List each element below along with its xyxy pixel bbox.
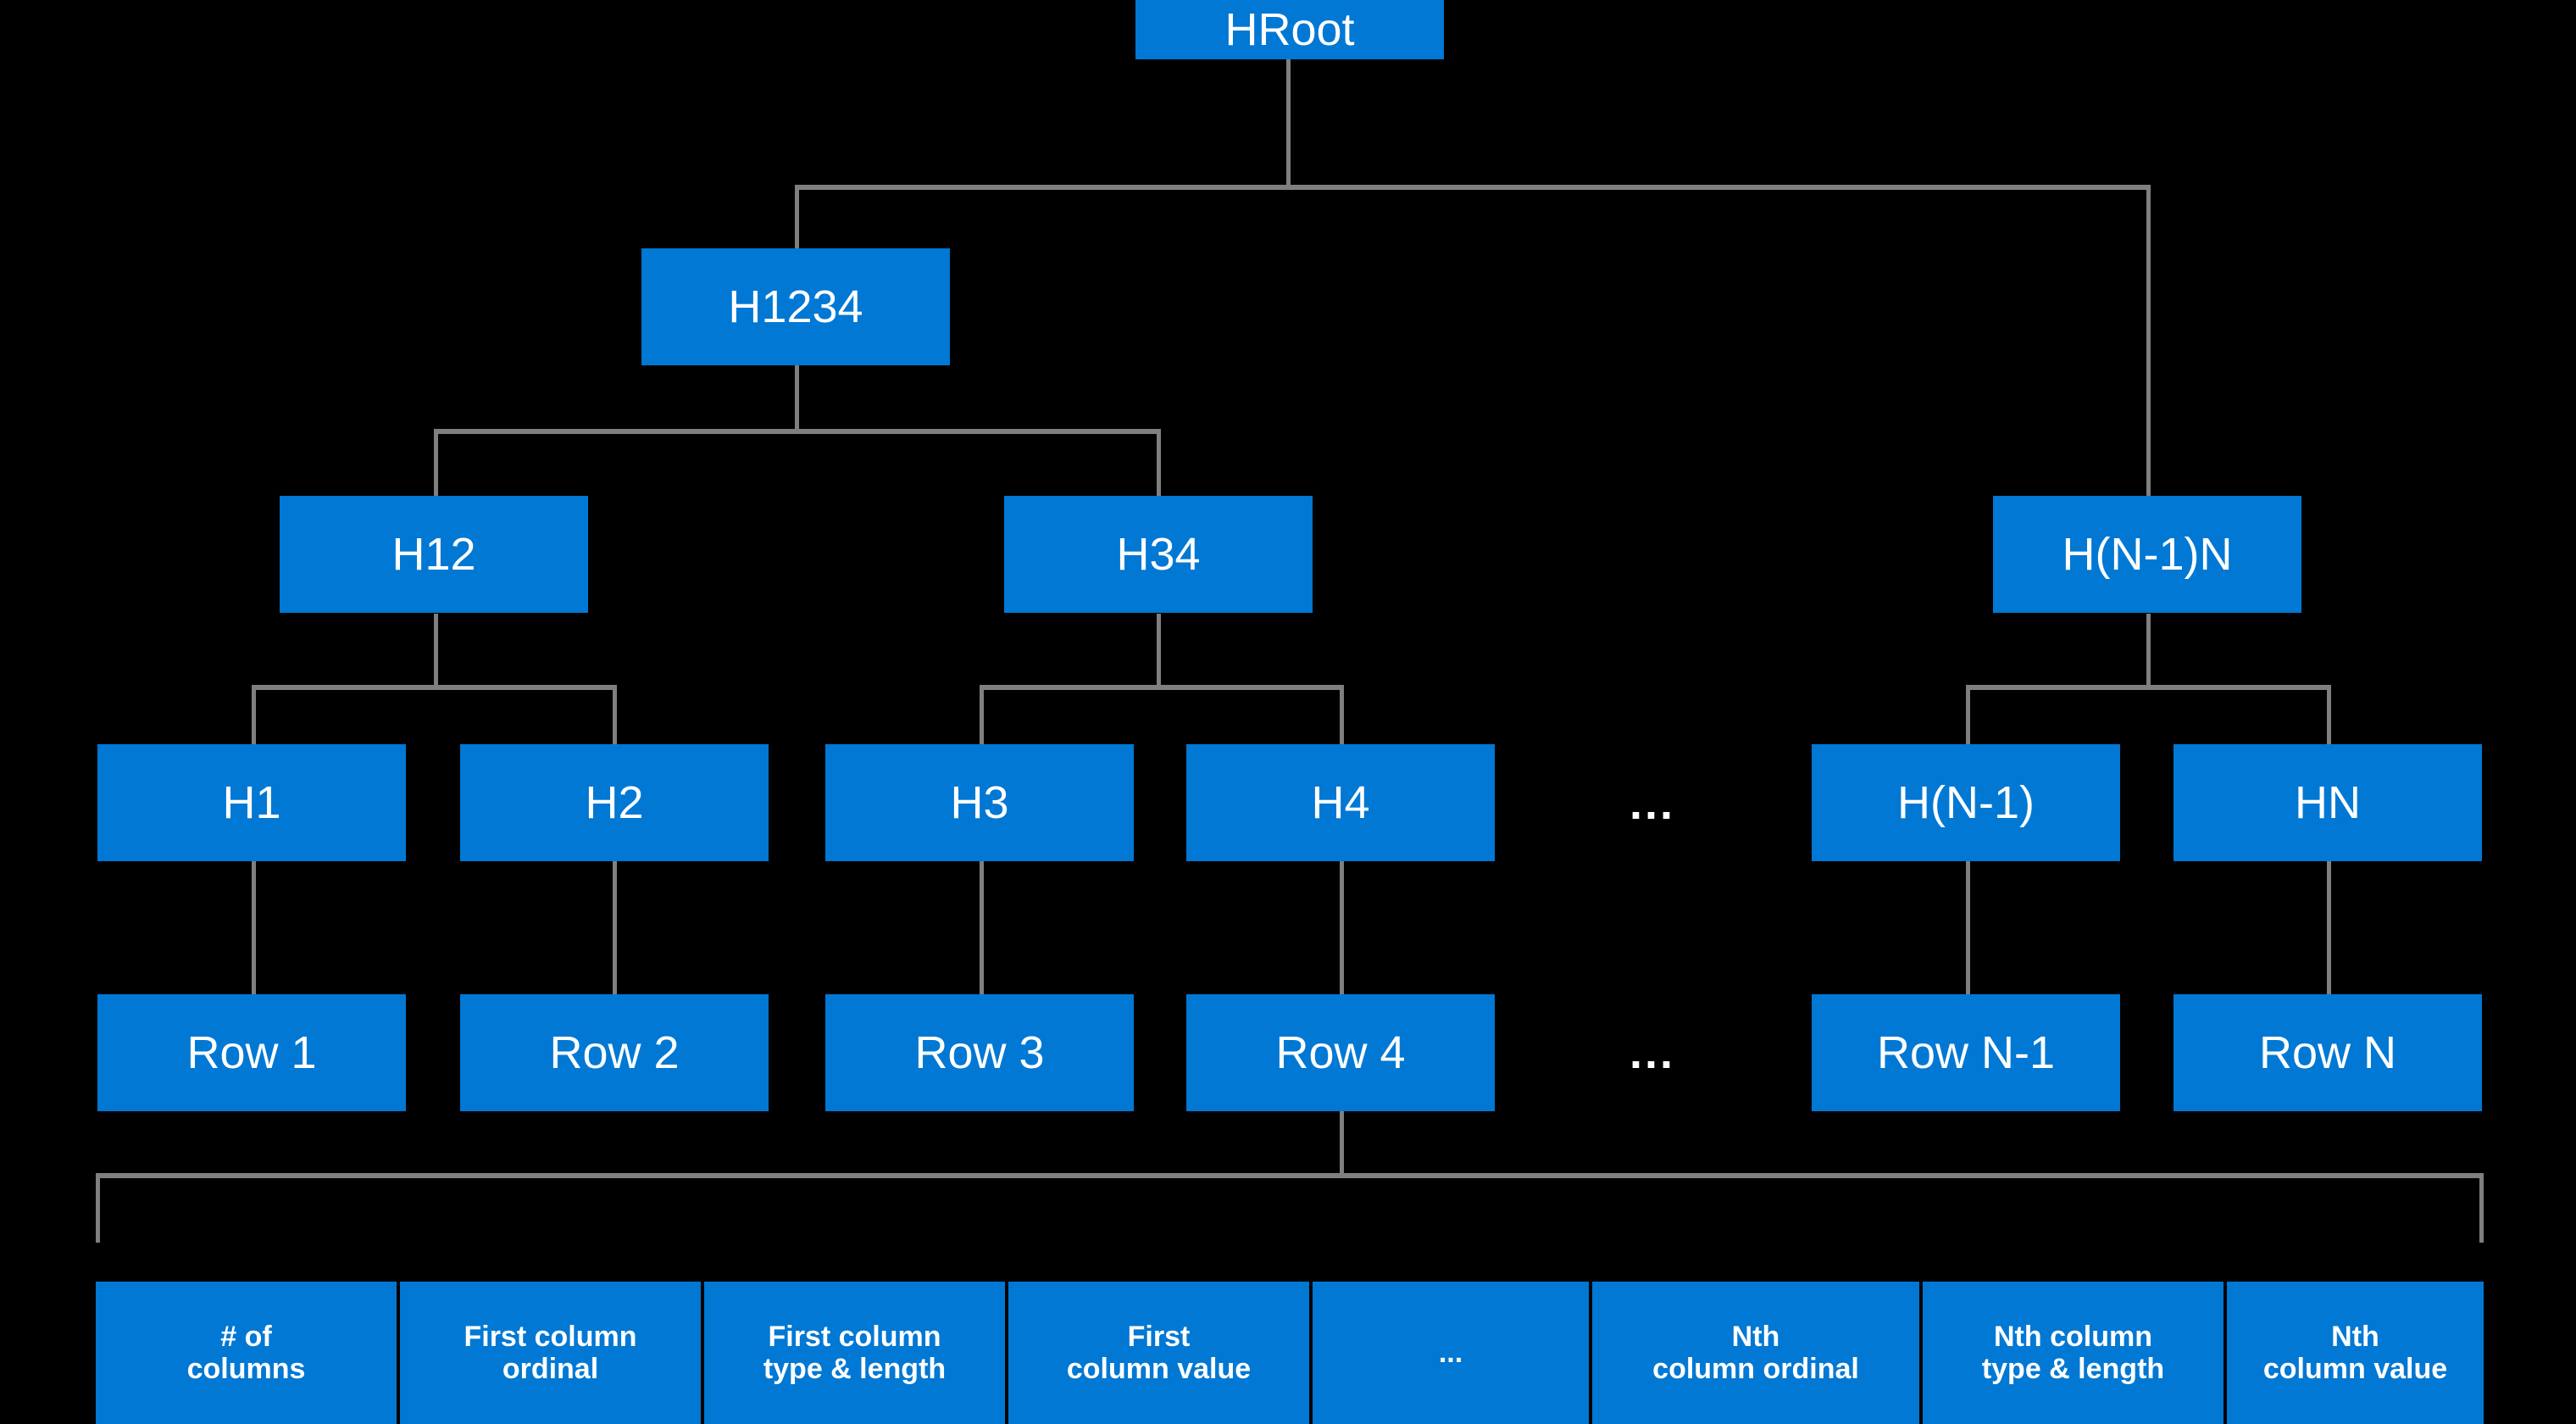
connector-hn1n-stem [2146, 614, 2151, 687]
field-nth-column-ordinal[interactable]: Nth column ordinal [1592, 1282, 1919, 1424]
connector-to-h3 [980, 685, 984, 746]
rows-ellipsis: ... [1629, 1027, 1675, 1078]
node-h1234[interactable]: H1234 [641, 248, 950, 365]
connector-h2-row2 [613, 860, 617, 996]
connector-hn1-rown1 [1966, 860, 1970, 996]
field-ellipsis[interactable]: ... [1313, 1282, 1589, 1424]
level4-ellipsis: ... [1629, 778, 1675, 829]
connector-to-h34 [1157, 429, 1161, 497]
connector-row4-stem [1340, 1110, 1344, 1178]
connector-h1-row1 [252, 860, 256, 996]
node-h4[interactable]: H4 [1186, 744, 1495, 861]
connector-fields-left-drop [96, 1173, 100, 1243]
field-first-column-type-length[interactable]: First column type & length [704, 1282, 1005, 1424]
connector-h1h2-bus [252, 685, 617, 690]
connector-to-h2 [613, 685, 617, 746]
connector-h3h4-bus [980, 685, 1344, 690]
node-row-2[interactable]: Row 2 [460, 994, 769, 1111]
node-hn1[interactable]: H(N-1) [1812, 744, 2120, 861]
node-row-n-1[interactable]: Row N-1 [1812, 994, 2120, 1111]
node-h2[interactable]: H2 [460, 744, 769, 861]
connector-root-stem [1286, 59, 1291, 188]
connector-level3-bus [434, 429, 1161, 434]
node-row-4[interactable]: Row 4 [1186, 994, 1495, 1111]
field-first-column-ordinal[interactable]: First column ordinal [400, 1282, 701, 1424]
connector-h12-stem [434, 614, 438, 687]
field-num-columns[interactable]: # of columns [96, 1282, 397, 1424]
connector-hn1-hn-bus [1966, 685, 2331, 690]
node-hn[interactable]: HN [2174, 744, 2482, 861]
node-hroot[interactable]: HRoot [1135, 0, 1444, 59]
node-row-1[interactable]: Row 1 [97, 994, 406, 1111]
field-first-column-value[interactable]: First column value [1008, 1282, 1309, 1424]
node-h1[interactable]: H1 [97, 744, 406, 861]
connector-h1234-stem [795, 363, 799, 431]
connector-fields-right-drop [2479, 1173, 2484, 1243]
node-row-3[interactable]: Row 3 [825, 994, 1134, 1111]
connector-level2-bus [795, 185, 2151, 190]
connector-to-h1 [252, 685, 256, 746]
node-hn1n[interactable]: H(N-1)N [1993, 496, 2301, 613]
connector-to-hn [2327, 685, 2331, 746]
node-h12[interactable]: H12 [280, 496, 588, 613]
connector-fields-bus [96, 1173, 2484, 1178]
node-h34[interactable]: H34 [1004, 496, 1313, 613]
connector-hn-rown [2327, 860, 2331, 996]
connector-to-hn1 [1966, 685, 1970, 746]
field-nth-column-type-length[interactable]: Nth column type & length [1923, 1282, 2223, 1424]
connector-to-h4 [1340, 685, 1344, 746]
node-row-n[interactable]: Row N [2174, 994, 2482, 1111]
connector-to-h1234 [795, 185, 799, 249]
connector-to-h12 [434, 429, 438, 497]
connector-to-hn1n [2146, 185, 2151, 498]
connector-h34-stem [1157, 614, 1161, 687]
connector-h3-row3 [980, 860, 984, 996]
node-h3[interactable]: H3 [825, 744, 1134, 861]
connector-h4-row4 [1340, 860, 1344, 996]
field-nth-column-value[interactable]: Nth column value [2227, 1282, 2484, 1424]
